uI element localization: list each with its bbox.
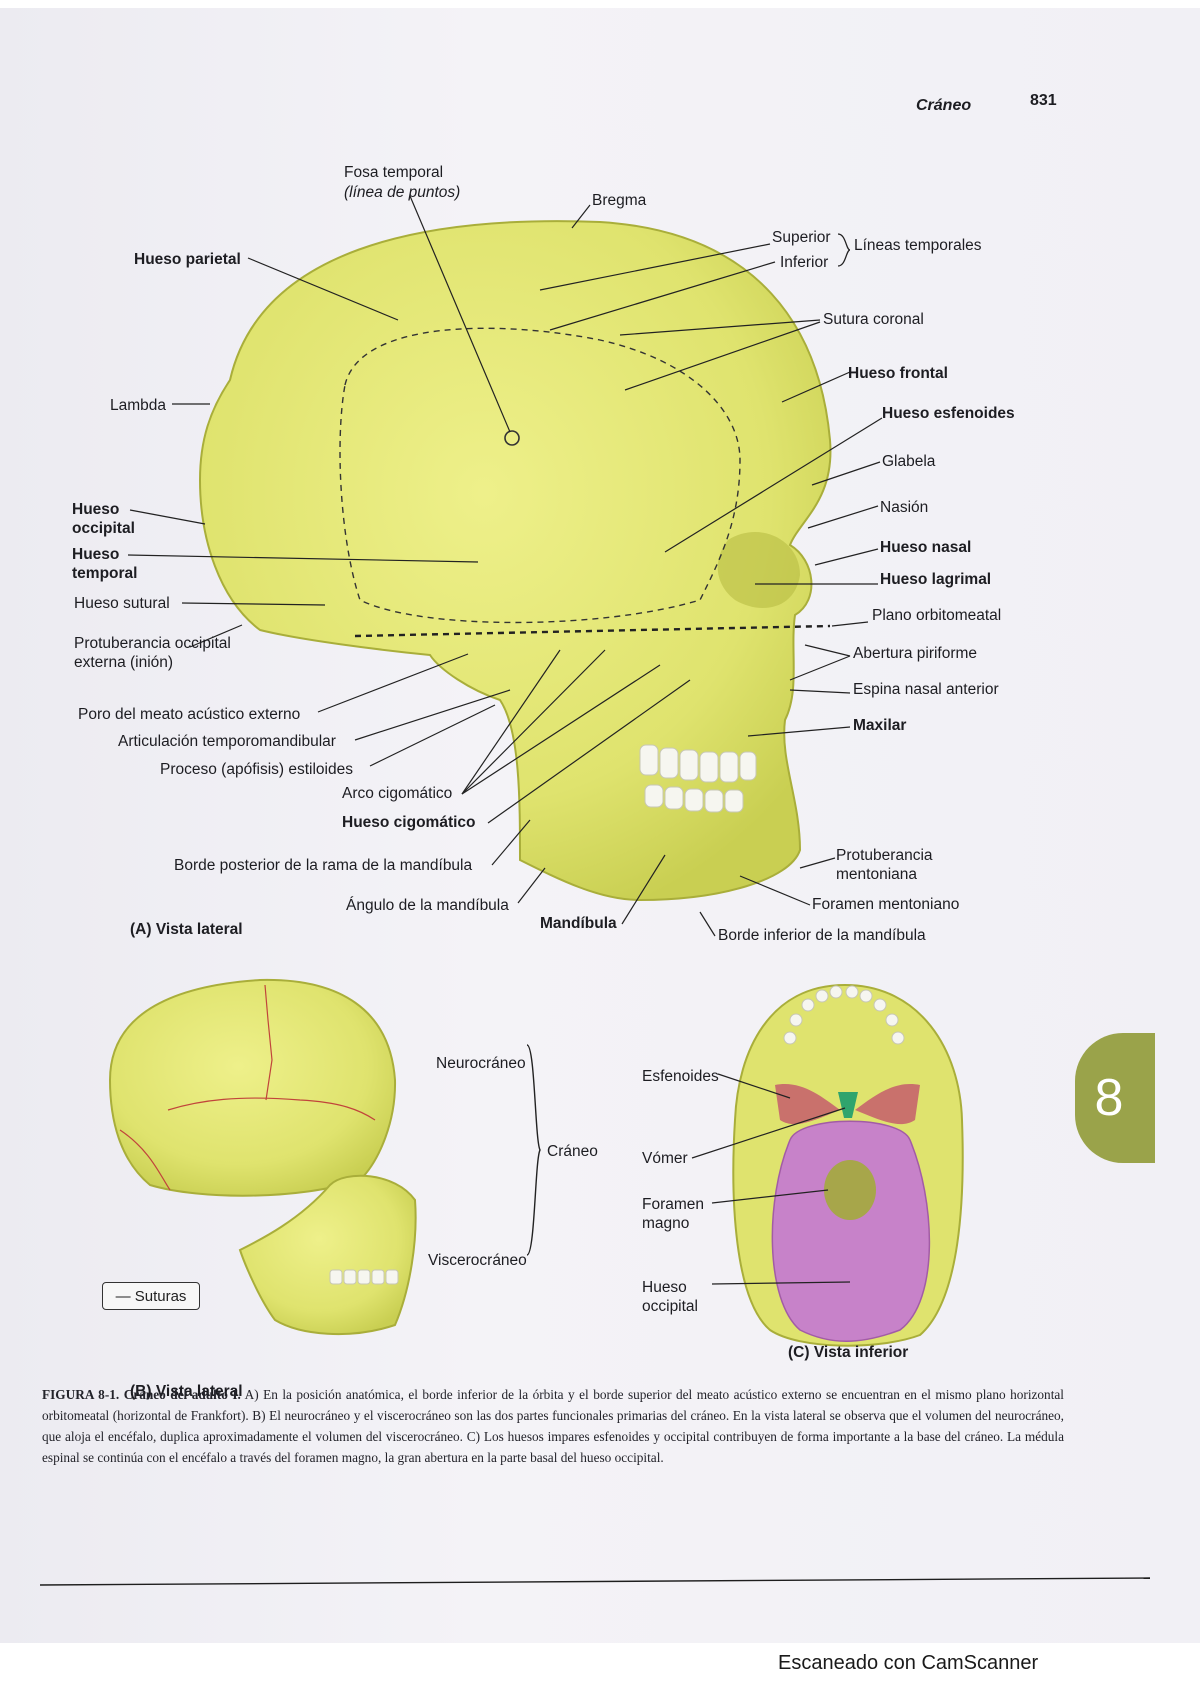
label-borde-posterior-rama: Borde posterior de la rama de la mandíbu…: [174, 857, 473, 874]
brace-lineas-temporales: [837, 233, 851, 267]
panel-label-a: (A) Vista lateral: [130, 921, 243, 938]
scanner-watermark: Escaneado con CamScanner: [778, 1652, 1039, 1674]
label-vomer: Vómer: [642, 1150, 688, 1167]
label-hueso-cigomatico: Hueso cigomático: [342, 814, 476, 831]
panel-label-b: (B) Vista lateral: [130, 1383, 243, 1400]
label-poro-meato: Poro del meato acústico externo: [78, 706, 301, 723]
caption-body: A) En la posición anatómica, el borde in…: [42, 1387, 1065, 1465]
label-inferior: Inferior: [780, 254, 829, 271]
label-hueso-occipital-c: Hueso occipital: [642, 1279, 698, 1315]
label-hueso-temporal: Hueso temporal: [72, 546, 138, 582]
label-foramen-magno: Foramen magno: [642, 1196, 705, 1232]
label-maxilar: Maxilar: [853, 717, 907, 734]
label-foramen-mentoniano: Foramen mentoniano: [812, 896, 960, 913]
label-lineas-temporales: Líneas temporales: [854, 237, 982, 254]
label-nasion: Nasión: [880, 499, 929, 516]
label-hueso-lagrimal: Hueso lagrimal: [880, 571, 992, 588]
leader-lines-a: [127, 195, 883, 937]
label-hueso-frontal: Hueso frontal: [848, 365, 948, 382]
label-angulo-mandibula: Ángulo de la mandíbula: [346, 897, 509, 914]
skull-lateral-drawing: [198, 220, 832, 902]
label-hueso-sutural: Hueso sutural: [74, 595, 170, 612]
chapter-tab-number: 8: [1094, 1069, 1124, 1127]
label-linea-de-puntos: (línea de puntos): [344, 184, 461, 201]
label-mandibula: Mandíbula: [540, 915, 617, 932]
caption-lead: FIGURA 8-1. Cráneo del adulto I.: [42, 1387, 241, 1402]
label-craneo: Cráneo: [547, 1143, 598, 1160]
label-sutura-coronal: Sutura coronal: [823, 311, 924, 328]
label-viscerocraneo: Viscerocráneo: [428, 1252, 527, 1269]
skull-inferior-drawing: [732, 983, 964, 1347]
legend-suturas: — Suturas: [102, 1282, 200, 1310]
panel-label-c: (C) Vista inferior: [788, 1344, 909, 1361]
label-articulacion-tm: Articulación temporomandibular: [118, 733, 336, 750]
page-number: 831: [1030, 92, 1057, 109]
figure-caption: FIGURA 8-1. Cráneo del adulto I. A) En l…: [42, 1384, 1064, 1468]
label-protuberancia-occipital: Protuberancia occipital externa (inión): [74, 635, 231, 671]
label-arco-cigomatico: Arco cigomático: [342, 785, 453, 802]
chapter-tab: 8: [1075, 1033, 1155, 1163]
label-hueso-esfenoides: Hueso esfenoides: [882, 405, 1015, 422]
label-glabela: Glabela: [882, 453, 936, 470]
brace-craneo: [526, 1044, 541, 1256]
running-title: Cráneo: [916, 97, 972, 114]
label-protuberancia-mentoniana: Protuberancia mentoniana: [836, 847, 933, 883]
label-neurocraneo: Neurocráneo: [436, 1055, 526, 1072]
orbitomeatal-plane-line: [354, 624, 831, 638]
skull-lateral-b-drawing: [108, 978, 417, 1336]
label-esfenoides: Esfenoides: [642, 1068, 719, 1085]
label-lambda: Lambda: [110, 397, 167, 414]
label-hueso-nasal: Hueso nasal: [880, 539, 972, 556]
label-espina-nasal: Espina nasal anterior: [853, 681, 999, 698]
label-plano-orbitomeatal: Plano orbitomeatal: [872, 607, 1002, 624]
label-bregma: Bregma: [592, 192, 647, 209]
label-abertura-piriforme: Abertura piriforme: [853, 645, 978, 662]
label-borde-inferior-mandibula: Borde inferior de la mandíbula: [718, 927, 926, 944]
label-superior: Superior: [772, 229, 831, 246]
label-hueso-parietal: Hueso parietal: [134, 251, 241, 268]
label-hueso-occipital-a: Hueso occipital: [72, 501, 135, 537]
leader-lines-c: [691, 1073, 851, 1285]
page-bottom-rule: [39, 1577, 1151, 1586]
label-fosa-temporal: Fosa temporal: [344, 164, 444, 181]
label-proceso-estiloides: Proceso (apófisis) estiloides: [160, 761, 353, 778]
